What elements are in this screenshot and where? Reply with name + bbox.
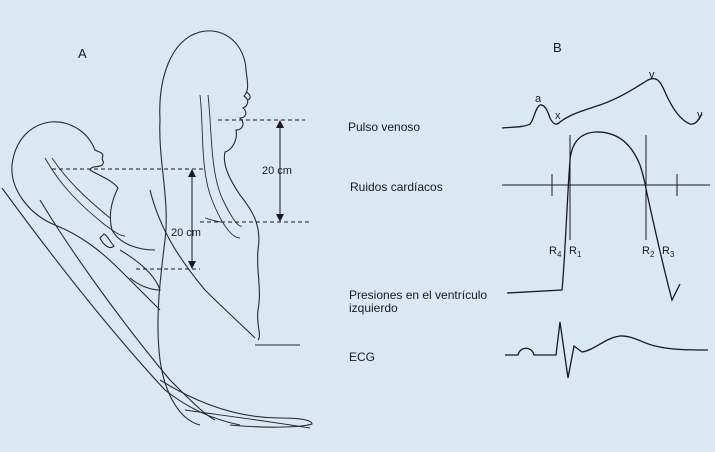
sound-label-r1: R1 [569, 245, 582, 259]
row-label-heart-sounds: Ruidos cardíacos [350, 180, 443, 194]
upright-arm [149, 189, 256, 339]
panel-a: A [1, 30, 313, 429]
row-label-lv-pressure-1: Presiones en el ventrículo [349, 288, 487, 302]
upright-sternal-notch [204, 217, 223, 223]
lower-measure-arrow [188, 169, 196, 269]
reclined-arm [119, 249, 161, 291]
lv-pressure-trace [506, 131, 681, 302]
wave-label-x: x [555, 110, 561, 122]
reclined-neck-vein-1 [44, 157, 126, 237]
backrest-line-1 [1, 187, 241, 426]
sound-label-r4: R4 [549, 245, 562, 259]
upper-measure-label: 20 cm [262, 165, 292, 177]
reclined-neck-vein-2 [51, 157, 111, 219]
reclined-legs [159, 379, 313, 428]
reclined-back [11, 164, 161, 311]
row-label-venous-pulse: Pulso venoso [348, 120, 420, 134]
wave-label-y: y [697, 109, 703, 121]
backrest-line-2 [39, 199, 216, 421]
row-label-lv-pressure-2: izquierdo [349, 301, 398, 315]
upright-head-outline [159, 30, 260, 341]
upright-neck-vein-2 [207, 94, 243, 227]
upright-back [157, 119, 201, 426]
panel-b-label: B [553, 40, 562, 55]
reclined-seat [184, 409, 311, 429]
sound-label-r3: R3 [662, 245, 675, 259]
ecg-trace [505, 321, 709, 379]
wave-label-v: v [649, 69, 655, 81]
reclined-head-outline [11, 121, 156, 251]
venous-pulse-trace [501, 77, 703, 129]
row-label-ecg: ECG [349, 350, 375, 364]
wave-label-a: a [535, 93, 542, 105]
panel-b: B Pulso venoso Ruidos cardíacos Presione… [348, 40, 710, 379]
upright-neck-vein-1 [199, 94, 241, 239]
upper-measure-arrow [276, 120, 284, 222]
sound-label-r2: R2 [642, 245, 655, 259]
reclined-figure [1, 121, 313, 429]
reclined-hand [99, 233, 115, 249]
upright-nose [245, 91, 251, 101]
lower-measure-label: 20 cm [171, 227, 201, 239]
panel-a-label: A [78, 46, 87, 61]
